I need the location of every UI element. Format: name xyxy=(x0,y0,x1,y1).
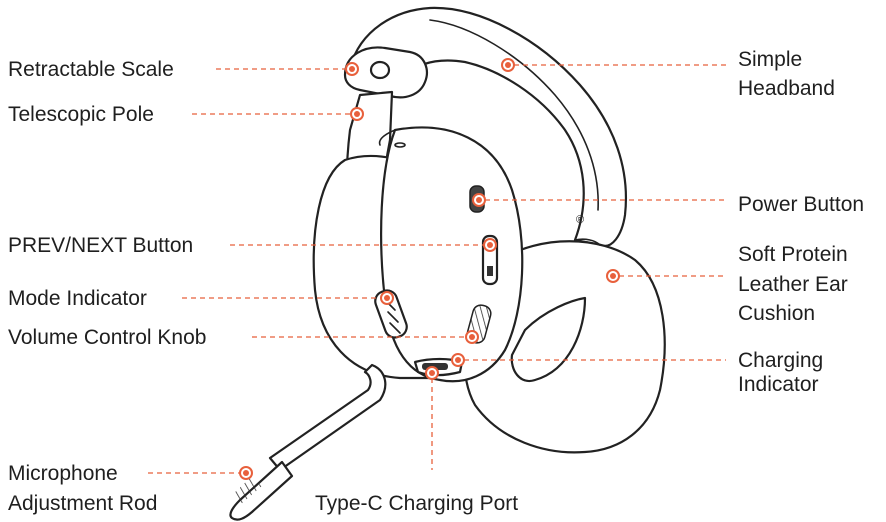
microphone-boom xyxy=(268,363,387,472)
label-volume-control-knob: Volume Control Knob xyxy=(8,326,206,349)
hinge-line xyxy=(574,238,601,246)
dot-charging-indicator xyxy=(451,353,465,367)
label-ear-cushion-line3: Cushion xyxy=(738,302,815,325)
label-prev-next-button: PREV/NEXT Button xyxy=(8,234,193,257)
label-microphone-line1: Microphone xyxy=(8,462,118,485)
slider-knob xyxy=(369,60,391,80)
dot-volume xyxy=(465,330,479,344)
dot-mode-indicator xyxy=(380,291,394,305)
label-power-button: Power Button xyxy=(738,193,864,216)
dot-power xyxy=(472,193,486,207)
dot-headband xyxy=(501,58,515,72)
callout-dots xyxy=(239,58,620,480)
label-ear-cushion-line2: Leather Ear xyxy=(738,273,848,296)
dot-type-c xyxy=(425,366,439,380)
dot-telescopic-pole xyxy=(350,107,364,121)
labels: Retractable Scale Telescopic Pole PREV/N… xyxy=(8,48,864,515)
label-simple-headband-line1: Simple xyxy=(738,48,802,71)
dot-retractable-scale xyxy=(345,62,359,76)
headband xyxy=(348,6,627,248)
headphone-illustration: ® xyxy=(229,6,666,521)
registered-mark: ® xyxy=(576,214,584,226)
dot-ear-cushion xyxy=(606,269,620,283)
label-retractable-scale: Retractable Scale xyxy=(8,58,174,81)
microphone-head xyxy=(229,460,294,521)
label-type-c-charging-port: Type-C Charging Port xyxy=(315,492,518,515)
dot-prev-next xyxy=(483,238,497,252)
label-simple-headband-line2: Headband xyxy=(738,77,835,100)
label-microphone-line2: Adjustment Rod xyxy=(8,492,157,515)
label-ear-cushion-line1: Soft Protein xyxy=(738,243,848,266)
ear-cup-rim xyxy=(378,129,396,146)
prev-next-mark-bottom xyxy=(487,266,493,276)
headband-inner xyxy=(429,19,599,211)
label-charging-indicator-line1: Charging xyxy=(738,349,823,372)
ear-cup-face xyxy=(380,126,524,383)
vent-hole xyxy=(394,142,406,148)
dot-microphone xyxy=(239,466,253,480)
label-telescopic-pole: Telescopic Pole xyxy=(8,103,154,126)
label-charging-indicator-line2: Indicator xyxy=(738,373,819,396)
label-mode-indicator: Mode Indicator xyxy=(8,287,147,310)
microphone-grille xyxy=(232,478,262,505)
leader-lines xyxy=(148,64,726,474)
